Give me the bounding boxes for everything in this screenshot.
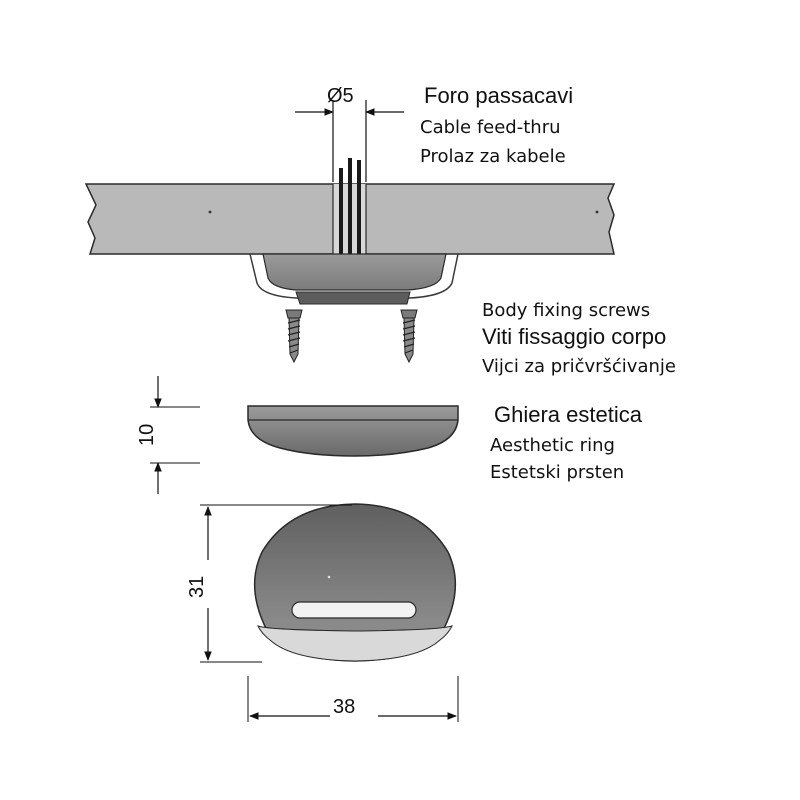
- ring-height-text: 10: [136, 424, 158, 446]
- cover-height-text: 31: [186, 576, 208, 598]
- cable-hole-label-it: Foro passacavi: [424, 83, 573, 108]
- cable-hole-label-hr: Prolaz za kabele: [420, 146, 566, 167]
- aesthetic-ring-label-it: Ghiera estetica: [494, 402, 643, 427]
- fixing-screws-label-hr: Vijci za pričvršćivanje: [482, 356, 676, 377]
- screw-left: [285, 309, 303, 364]
- ring-height-dimension: 10: [136, 376, 200, 494]
- cover-height-dimension: 31: [186, 504, 352, 663]
- fixing-screws-label: Body fixing screws Viti fissaggio corpo …: [482, 300, 676, 377]
- hole-diameter-dimension: Ø5: [295, 85, 404, 182]
- cables: [339, 158, 361, 256]
- cover-width-text: 38: [333, 696, 355, 718]
- cable-hole-label-en: Cable feed-thru: [420, 117, 561, 138]
- cover-width-dimension: 38: [247, 676, 459, 722]
- cover-front-view: [253, 503, 457, 662]
- screw-right: [400, 309, 418, 364]
- aesthetic-ring-label: Ghiera estetica Aesthetic ring Estetski …: [490, 402, 643, 483]
- aesthetic-ring-label-en: Aesthetic ring: [490, 435, 615, 456]
- fixing-screws-label-it: Viti fissaggio corpo: [482, 324, 666, 349]
- aesthetic-ring-label-hr: Estetski prsten: [490, 462, 624, 483]
- aesthetic-ring: [247, 405, 459, 457]
- hole-diameter-text: Ø5: [327, 85, 354, 107]
- cable-hole-label: Foro passacavi Cable feed-thru Prolaz za…: [420, 83, 573, 167]
- fixing-screws-label-en: Body fixing screws: [482, 300, 650, 321]
- fitting-body: [249, 253, 459, 305]
